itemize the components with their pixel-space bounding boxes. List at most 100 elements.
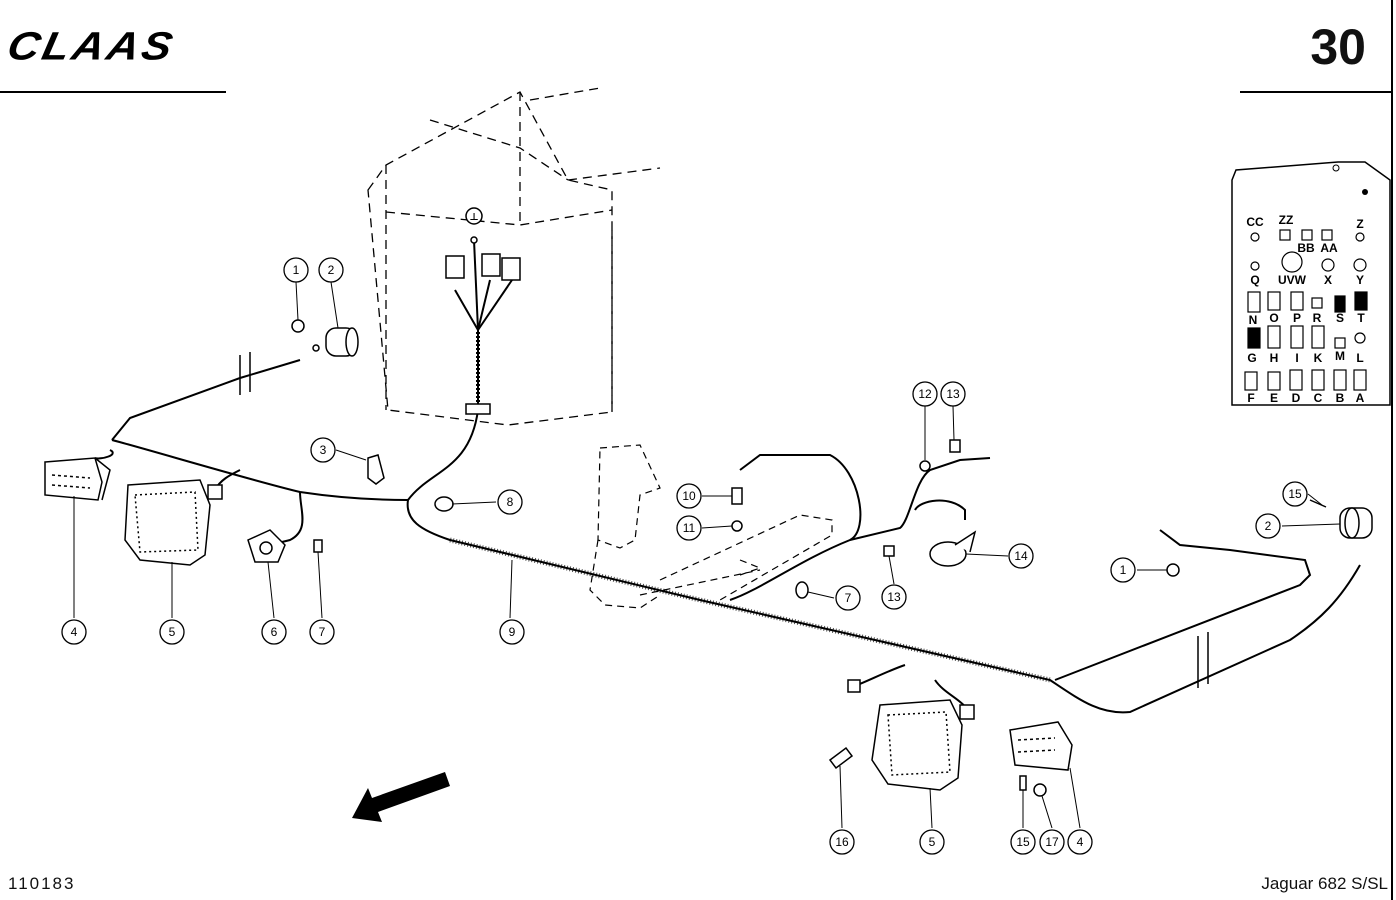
fuse-label-h: H <box>1270 351 1279 365</box>
cab-connectors <box>445 207 521 415</box>
callout-number: 8 <box>507 495 514 509</box>
fuse-label-a: A <box>1356 391 1365 405</box>
callout-number: 10 <box>682 489 696 503</box>
spare-bulbs <box>828 746 1047 797</box>
fuse-label-x: X <box>1324 273 1332 287</box>
callout-c14: 14 <box>1008 543 1034 569</box>
model-designation: Jaguar 682 S/SL <box>1261 874 1388 893</box>
callout-circle <box>1067 829 1093 855</box>
fuse-label-z: Z <box>1356 217 1363 231</box>
callout-number: 1 <box>1120 563 1127 577</box>
relay-left <box>247 529 286 563</box>
callout-number: 15 <box>1288 487 1302 501</box>
fuse-label-uvw: UVW <box>1278 273 1307 287</box>
callout-number: 2 <box>328 263 335 277</box>
fuse-label-p: P <box>1293 311 1301 325</box>
cable-clip-8 <box>434 496 454 512</box>
callout-number: 17 <box>1045 835 1059 849</box>
fuse-label-zz: ZZ <box>1279 213 1294 227</box>
fuse-label-b: B <box>1336 391 1345 405</box>
cable-clip-3 <box>367 454 385 485</box>
callout-c9: 9 <box>499 619 525 645</box>
fuse-label-bb: BB <box>1297 241 1315 255</box>
clip-right <box>795 581 809 599</box>
pressure-switch <box>731 487 743 532</box>
fuse-label-e: E <box>1270 391 1278 405</box>
cab-outline <box>367 87 661 426</box>
fuse-label-aa: AA <box>1320 241 1338 255</box>
fuse-label-s: S <box>1336 311 1344 325</box>
callout-c7b: 7 <box>835 585 861 611</box>
fuse-label-n: N <box>1249 313 1258 327</box>
headlamp-left <box>124 479 223 566</box>
fuse-label-m: M <box>1335 349 1345 363</box>
callout-circle <box>261 619 287 645</box>
fuse-label-r: R <box>1313 311 1322 325</box>
fuse-label-c: C <box>1314 391 1323 405</box>
callout-number: 5 <box>929 835 936 849</box>
callout-number: 15 <box>1016 835 1030 849</box>
callout-number: 12 <box>918 387 932 401</box>
callout-circle <box>1255 513 1281 539</box>
callout-circle <box>940 381 966 407</box>
fuse-label-d: D <box>1292 391 1301 405</box>
callout-number: 16 <box>835 835 849 849</box>
callout-number: 3 <box>320 443 327 457</box>
connector-group-12-13 <box>883 439 961 557</box>
break-marks <box>239 352 1209 688</box>
callout-c8: 8 <box>497 489 523 515</box>
horn <box>929 530 977 567</box>
callout-number: 4 <box>71 625 78 639</box>
callout-circle <box>1039 829 1065 855</box>
callout-c17: 17 <box>1039 829 1065 855</box>
callout-number: 13 <box>946 387 960 401</box>
fuse-slots <box>1244 229 1368 391</box>
fuse-label-g: G <box>1247 351 1256 365</box>
page-number: 30 <box>1310 19 1366 75</box>
callout-circle <box>829 829 855 855</box>
callout-c15b: 15 <box>1010 829 1036 855</box>
callout-circle <box>676 483 702 509</box>
flasher-right <box>1166 499 1373 577</box>
mount-hole <box>1332 164 1340 172</box>
callout-number: 6 <box>271 625 278 639</box>
fuse-label-f: F <box>1247 391 1254 405</box>
callout-c2b: 2 <box>1255 513 1281 539</box>
fuse-label-cc: CC <box>1246 215 1264 229</box>
drawing-number: 110183 <box>8 874 76 893</box>
callout-number: 7 <box>845 591 852 605</box>
callout-circle <box>499 619 525 645</box>
callout-circle <box>61 619 87 645</box>
callout-circle <box>1282 481 1308 507</box>
callout-circle <box>676 515 702 541</box>
callout-number: 13 <box>887 590 901 604</box>
callout-circle <box>835 585 861 611</box>
callout-number: 9 <box>509 625 516 639</box>
callout-c15a: 15 <box>1282 481 1308 507</box>
leader-lines <box>73 281 1341 829</box>
callout-c4a: 4 <box>61 619 87 645</box>
callout-circle <box>1008 543 1034 569</box>
callout-circle <box>912 381 938 407</box>
callout-number: 14 <box>1014 549 1028 563</box>
callout-circle <box>283 257 309 283</box>
callout-c11: 11 <box>676 515 702 541</box>
callout-number: 5 <box>169 625 176 639</box>
callout-number: 1 <box>293 263 300 277</box>
callout-circle <box>310 437 336 463</box>
callout-c7a: 7 <box>309 619 335 645</box>
callout-c13b: 13 <box>881 584 907 610</box>
callout-number: 2 <box>1265 519 1272 533</box>
fuse-label-k: K <box>1314 351 1323 365</box>
callout-c5a: 5 <box>159 619 185 645</box>
direction-of-travel-arrow <box>352 772 450 822</box>
mount-hole-filled <box>1362 189 1368 195</box>
callout-circle <box>881 584 907 610</box>
fuse-label-l: L <box>1356 351 1363 365</box>
callout-c2a: 2 <box>318 257 344 283</box>
callout-c10: 10 <box>676 483 702 509</box>
flasher-left <box>291 319 359 357</box>
